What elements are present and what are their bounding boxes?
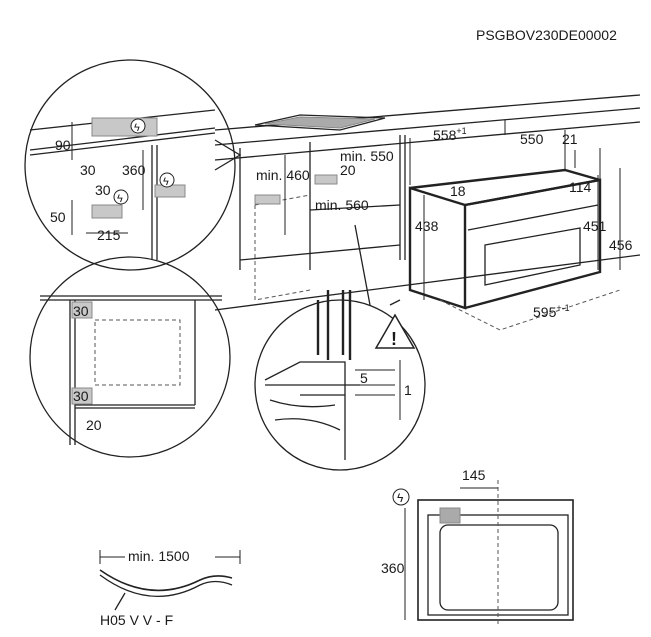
cable-type: H05 V V - F	[100, 612, 173, 628]
electric-warning-icon: ϟ	[159, 172, 175, 188]
svg-text:ϟ: ϟ	[134, 122, 140, 134]
svg-text:ϟ: ϟ	[117, 193, 123, 205]
cabinet-scene: min. 460 min. 550 20 min. 560	[214, 94, 641, 311]
socket-zone	[314, 174, 338, 185]
svg-text:ϟ: ϟ	[397, 491, 404, 505]
dim-5: 5	[360, 370, 368, 386]
dim-21: 21	[562, 131, 578, 147]
dim-360: 360	[122, 162, 146, 178]
dim-90: 90	[55, 137, 71, 153]
dim-438: 438	[415, 218, 439, 234]
dim-min-550: min. 550	[340, 148, 394, 164]
dim-20: 20	[340, 162, 356, 178]
socket-detail-circle: ϟ ϟ ϟ 90 30 360 30 50 215	[24, 59, 242, 271]
dim-1: 1	[404, 382, 412, 398]
dim-456: 456	[609, 237, 633, 253]
front-view: ϟ 145 360	[381, 467, 574, 625]
side-detail-circle: 30 30 20	[29, 256, 231, 458]
dim-145: 145	[462, 467, 486, 483]
dim-30-lower: 30	[95, 182, 111, 198]
dim-360-front: 360	[381, 560, 405, 576]
gap-detail-circle: ! 5 1	[254, 224, 426, 471]
dim-30-top: 30	[73, 303, 89, 319]
dim-min-460: min. 460	[256, 167, 310, 183]
dim-30-bottom: 30	[73, 388, 89, 404]
electric-warning-icon: ϟ	[113, 189, 129, 205]
electric-warning-icon: ϟ	[130, 118, 146, 134]
dim-451: 451	[583, 218, 607, 234]
dim-114: 114	[569, 179, 592, 195]
electric-warning-icon: ϟ	[392, 488, 410, 506]
dim-595: 595+-1	[533, 303, 570, 320]
oven-drawing: 558+1 550 21 18 114 438 451 456 595+-1	[408, 120, 633, 331]
dim-550: 550	[520, 131, 544, 147]
dim-20-side: 20	[86, 417, 102, 433]
cable-length: min. 1500	[128, 548, 190, 564]
cable-drawing: min. 1500 H05 V V - F	[99, 548, 241, 628]
socket-zone	[254, 194, 281, 205]
dim-30-upper: 30	[80, 162, 96, 178]
dim-18: 18	[450, 183, 466, 199]
drawing-code: PSGBOV230DE00002	[476, 27, 617, 43]
dim-558: 558+1	[433, 126, 467, 143]
dim-min-560: min. 560	[315, 197, 369, 213]
dim-50: 50	[50, 209, 66, 225]
svg-text:ϟ: ϟ	[163, 176, 169, 188]
warning-triangle-icon: !	[374, 313, 416, 349]
svg-text:!: !	[391, 329, 397, 349]
dim-215: 215	[97, 227, 121, 243]
